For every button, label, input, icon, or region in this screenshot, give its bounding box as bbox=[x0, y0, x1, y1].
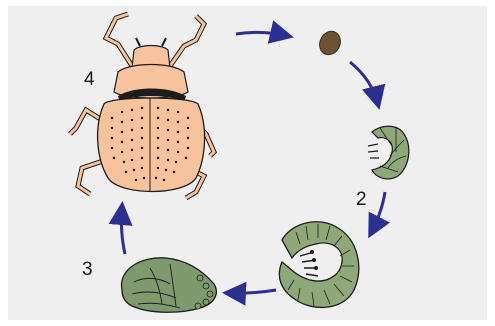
egg bbox=[316, 28, 344, 58]
arrow-adult-to-egg bbox=[236, 32, 288, 36]
arrow-pupa-to-adult bbox=[121, 207, 125, 254]
arrow-larva-to-mature-larva bbox=[371, 192, 385, 233]
pupa bbox=[122, 258, 217, 312]
mature-larva bbox=[279, 222, 358, 308]
arrow-egg-to-larva bbox=[350, 62, 378, 104]
young-larva bbox=[368, 126, 409, 179]
stage-label-adult: 4 bbox=[84, 70, 95, 89]
stage-label-mature-larva: 2 bbox=[356, 190, 367, 209]
arrow-mature-larva-to-pupa bbox=[228, 290, 276, 293]
adult-beetle bbox=[70, 14, 214, 198]
stage-label-pupa: 3 bbox=[82, 260, 93, 279]
